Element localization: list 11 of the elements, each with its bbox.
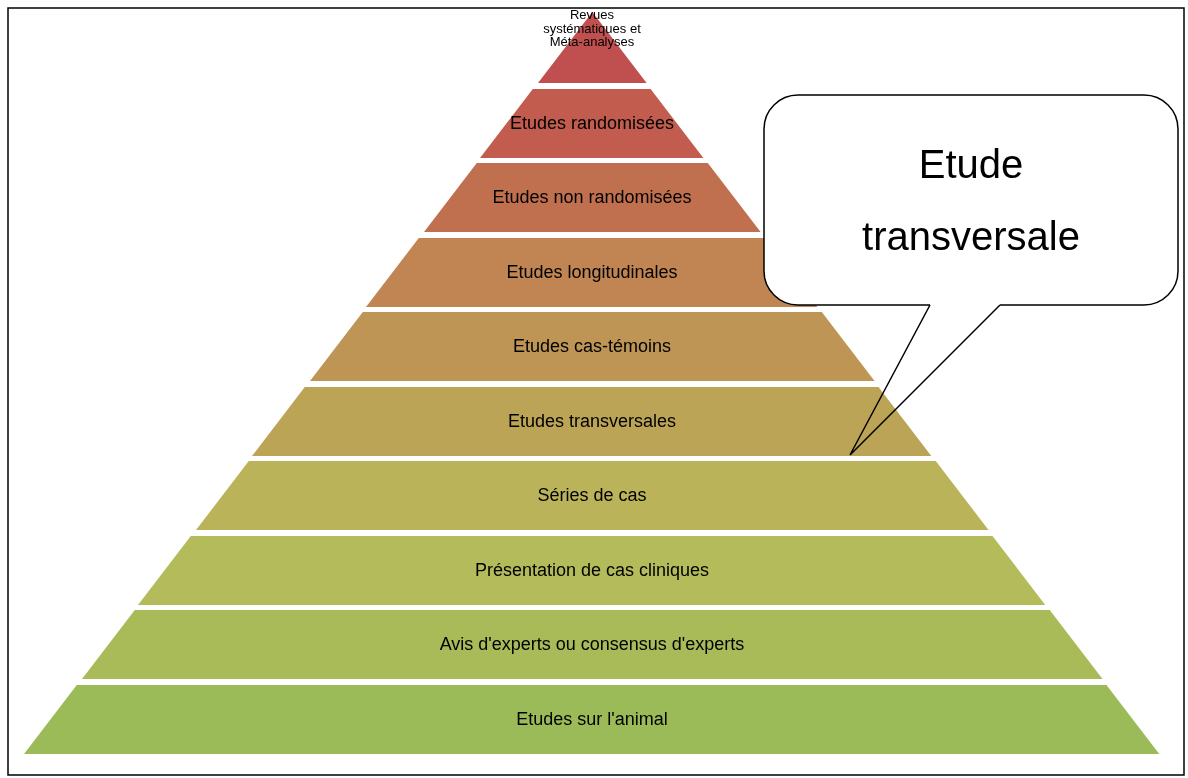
speech-bubble: Etude transversale bbox=[764, 95, 1178, 305]
callout-pointer bbox=[849, 304, 1001, 456]
pyramid-tier: Séries de cas bbox=[195, 461, 989, 530]
pyramid-tier: Etudes transversales bbox=[252, 387, 932, 456]
pyramid-tier: Etudes randomisées bbox=[480, 89, 704, 158]
pyramid-tier: Etudes cas-témoins bbox=[309, 312, 875, 381]
pyramid-tier: Etudes non randomisées bbox=[423, 163, 761, 232]
pyramid-tier: Avis d'experts ou consensus d'experts bbox=[81, 610, 1103, 679]
pyramid-tier: Etudes longitudinales bbox=[366, 238, 818, 307]
pyramid-tier: Présentation de cas cliniques bbox=[138, 536, 1046, 605]
pyramid-tier: Etudes sur l'animal bbox=[24, 685, 1160, 754]
